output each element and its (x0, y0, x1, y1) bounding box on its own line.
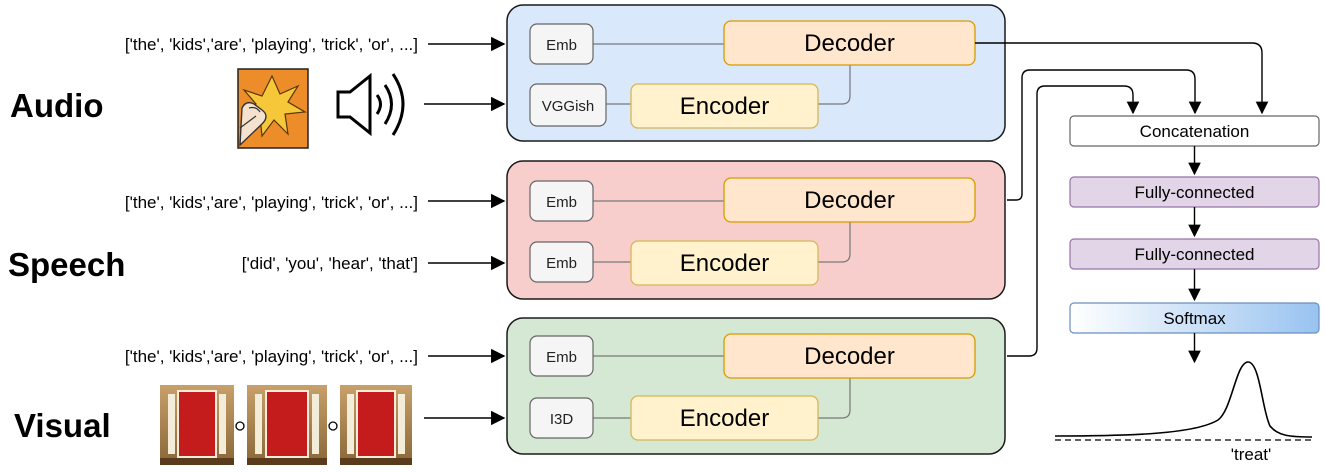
audio-vggish-label: VGGish (542, 98, 595, 115)
audio-emb-box: Emb (529, 23, 594, 65)
speech-emb-box: Emb (529, 180, 594, 222)
visual-i3d-box: I3D (529, 397, 594, 439)
visual-decoder-block: Decoder (723, 333, 976, 379)
audio-to-concat-connector (975, 42, 1269, 115)
fully-connected-block-2: Fully-connected (1069, 238, 1320, 270)
visual-emb-box: Emb (529, 335, 594, 377)
speech-decoder-label: Decoder (804, 187, 895, 214)
video-frames (160, 385, 412, 465)
visual-modality-label: Visual (14, 407, 111, 444)
audio-vggish-box: VGGish (529, 83, 607, 127)
concatenation-label: Concatenation (1140, 122, 1250, 141)
speech-emb-label: Emb (546, 194, 577, 211)
audio-caption-tokens: ['the', 'kids','are', 'playing', 'trick'… (125, 35, 418, 54)
visual-to-concat-connector (1007, 85, 1140, 357)
speech-caption-tokens: ['the', 'kids','are', 'playing', 'trick'… (125, 193, 418, 212)
visual-caption-tokens: ['the', 'kids','are', 'playing', 'trick'… (125, 347, 418, 366)
speech-feat-emb-box: Emb (529, 241, 594, 283)
audio-decoder-block: Decoder (723, 20, 976, 66)
speech-encoder-block: Encoder (630, 240, 819, 286)
distribution-curve (1054, 361, 1313, 438)
speaker-icon (336, 72, 405, 137)
visual-emb-label: Emb (546, 349, 577, 366)
fully-connected-label-2: Fully-connected (1134, 245, 1254, 264)
speech-decoder-block: Decoder (723, 177, 976, 223)
visual-panel: Emb Decoder I3D Encoder (506, 317, 1006, 455)
concatenation-block: Concatenation (1069, 115, 1320, 147)
video-frame (160, 385, 234, 465)
fully-connected-label-1: Fully-connected (1134, 183, 1254, 202)
visual-decoder-label: Decoder (804, 343, 895, 370)
video-frame (247, 385, 327, 465)
audio-emb-label: Emb (546, 37, 577, 54)
clapping-hands-icon (237, 68, 309, 149)
audio-encoder-label: Encoder (680, 93, 769, 120)
speech-feat-emb-label: Emb (546, 255, 577, 272)
softmax-label: Softmax (1163, 309, 1226, 328)
audio-decoder-label: Decoder (804, 30, 895, 57)
output-word: 'treat' (1231, 445, 1272, 464)
speech-tokens: ['did', 'you', 'hear', 'that'] (242, 254, 418, 273)
visual-encoder-block: Encoder (630, 395, 819, 441)
speech-to-concat-connector (1007, 69, 1202, 201)
speech-modality-label: Speech (8, 246, 125, 283)
audio-encoder-block: Encoder (630, 83, 819, 129)
video-frame (340, 385, 412, 465)
audio-panel: Emb Decoder VGGish Encoder (506, 4, 1006, 142)
fully-connected-block-1: Fully-connected (1069, 176, 1320, 208)
softmax-block: Softmax (1069, 302, 1320, 334)
audio-modality-label: Audio (10, 87, 103, 124)
output-distribution: 'treat' (1054, 361, 1313, 464)
visual-encoder-label: Encoder (680, 405, 769, 432)
speech-encoder-label: Encoder (680, 250, 769, 277)
visual-i3d-label: I3D (550, 411, 574, 428)
speech-panel: Emb Decoder Emb Encoder (506, 160, 1006, 300)
